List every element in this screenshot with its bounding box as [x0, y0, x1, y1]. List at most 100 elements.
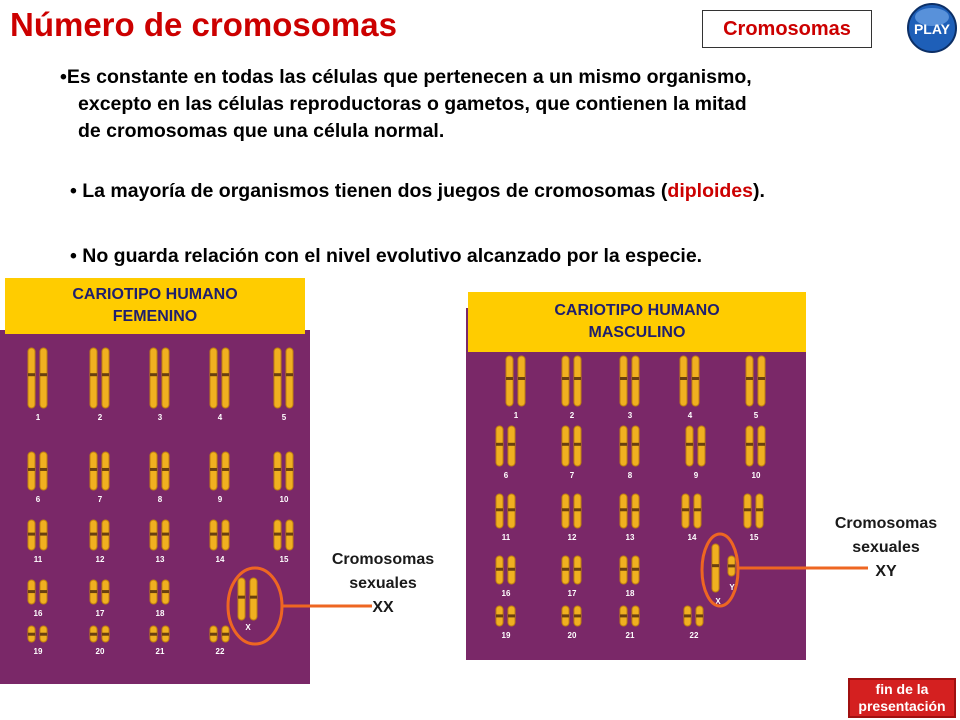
chromosome	[221, 451, 230, 491]
chromosome-number: 20	[568, 631, 577, 640]
chromosome-band	[680, 377, 687, 380]
chromosome-pair	[495, 493, 516, 529]
chromosome-number: 9	[218, 495, 223, 504]
chromosome-band	[518, 377, 525, 380]
sex-label-line: XX	[372, 599, 394, 616]
chromosome-pair	[273, 347, 294, 409]
chromosome-pair	[273, 451, 294, 491]
chromosome-band	[632, 614, 639, 618]
chromosome-number: 16	[502, 589, 511, 598]
chromosome-band	[632, 567, 639, 571]
chromosome-band	[90, 632, 97, 636]
chromosome	[573, 355, 582, 407]
chromosome-band	[632, 508, 639, 512]
female-sex-circle	[226, 566, 284, 646]
chromosome-band	[698, 442, 705, 446]
chromosome-band	[620, 442, 627, 446]
chromosome	[39, 347, 48, 409]
chromosome-band	[758, 377, 765, 380]
sex-label-line: Cromosomas	[331, 551, 435, 568]
chromosome-band	[222, 373, 229, 377]
chromosome-number: Y	[729, 583, 735, 592]
chromosome-band	[562, 508, 569, 512]
chromosome	[619, 355, 628, 407]
chromosome-band	[210, 532, 217, 536]
chromosome-band	[162, 467, 169, 471]
chromosome	[757, 355, 766, 407]
chromosome-band	[756, 508, 763, 512]
chromosome-number: 20	[96, 647, 105, 656]
chromosome-pair	[209, 347, 230, 409]
chromosome-number: 9	[694, 471, 699, 480]
chromosome-number: 5	[282, 413, 287, 422]
end-label: fin de la	[875, 681, 929, 697]
chromosome	[495, 425, 504, 467]
chromosome-band	[746, 442, 753, 446]
chromosome-band	[162, 590, 169, 594]
play-button[interactable]: PLAY	[906, 2, 958, 54]
end-presentation-button[interactable]: fin de la presentación	[848, 678, 956, 718]
chromosome-pair	[149, 519, 170, 551]
chromosome-band	[150, 632, 157, 636]
chromosome-band	[632, 377, 639, 380]
chromosome-band	[40, 373, 47, 377]
chromosome-pair	[27, 451, 48, 491]
chromosome-band	[620, 614, 627, 618]
chromosome-band	[496, 567, 503, 571]
chromosome-band	[40, 632, 47, 636]
chromosome	[691, 355, 700, 407]
chromosome-number: 2	[98, 413, 103, 422]
female-sex-label: Cromosomas sexuales XX	[318, 548, 448, 620]
chromosome-band	[562, 442, 569, 446]
topic-button-cromosomas[interactable]: Cromosomas	[702, 10, 872, 48]
chromosome-pair	[619, 555, 640, 585]
chromosome-number: 7	[570, 471, 575, 480]
chromosome-number: 10	[752, 471, 761, 480]
chromosome-pair	[149, 347, 170, 409]
chromosome-number: 11	[34, 555, 43, 564]
chromosome-pair	[209, 519, 230, 551]
chromosome	[221, 347, 230, 409]
chromosome-band	[508, 442, 515, 446]
chromosome-number: 2	[570, 411, 575, 420]
chromosome	[685, 425, 694, 467]
chromosome-pair	[237, 577, 258, 621]
chromosome-pair	[209, 451, 230, 491]
chromosome-band	[286, 373, 293, 377]
chromosome-pair	[561, 493, 582, 529]
bullet-evolution: • No guarda relación con el nivel evolut…	[70, 245, 703, 267]
chromosome-number: 5	[754, 411, 759, 420]
chromosome-pair	[619, 493, 640, 529]
diploid-highlight: diploides	[667, 180, 753, 202]
chromosome-band	[150, 590, 157, 594]
chromosome-band	[162, 632, 169, 636]
chromosome-number: 8	[158, 495, 163, 504]
chromosome-band	[506, 377, 513, 380]
play-label: PLAY	[914, 21, 951, 37]
chromosome	[711, 543, 720, 593]
chromosome-band	[508, 567, 515, 571]
chromosome-number: 4	[688, 411, 693, 420]
bullet-constant: •Es constante en todas las células que p…	[60, 64, 940, 145]
chromosome-band	[102, 590, 109, 594]
chromosome-pair	[149, 625, 170, 643]
chromosome-band	[28, 590, 35, 594]
chromosome-number: 8	[628, 471, 633, 480]
chromosome-pair	[685, 425, 706, 467]
chromosome	[505, 355, 514, 407]
chromosome-band	[286, 467, 293, 471]
sex-label-line: sexuales	[852, 539, 920, 556]
chromosome-band	[574, 614, 581, 618]
bullet-line: •Es constante en todas las células que p…	[60, 66, 752, 88]
sex-label-line: XY	[875, 563, 897, 580]
chromosome-number: 14	[216, 555, 225, 564]
chromosome-number: 13	[626, 533, 635, 542]
karyotype-female-label: CARIOTIPO HUMANO FEMENINO	[5, 278, 305, 334]
chromosome-pair	[27, 625, 48, 643]
male-sex-label: Cromosomas sexuales XY	[812, 512, 960, 584]
chromosome-number: 22	[216, 647, 225, 656]
chromosome	[209, 347, 218, 409]
chromosome-band	[28, 467, 35, 471]
chromosome-band	[222, 532, 229, 536]
